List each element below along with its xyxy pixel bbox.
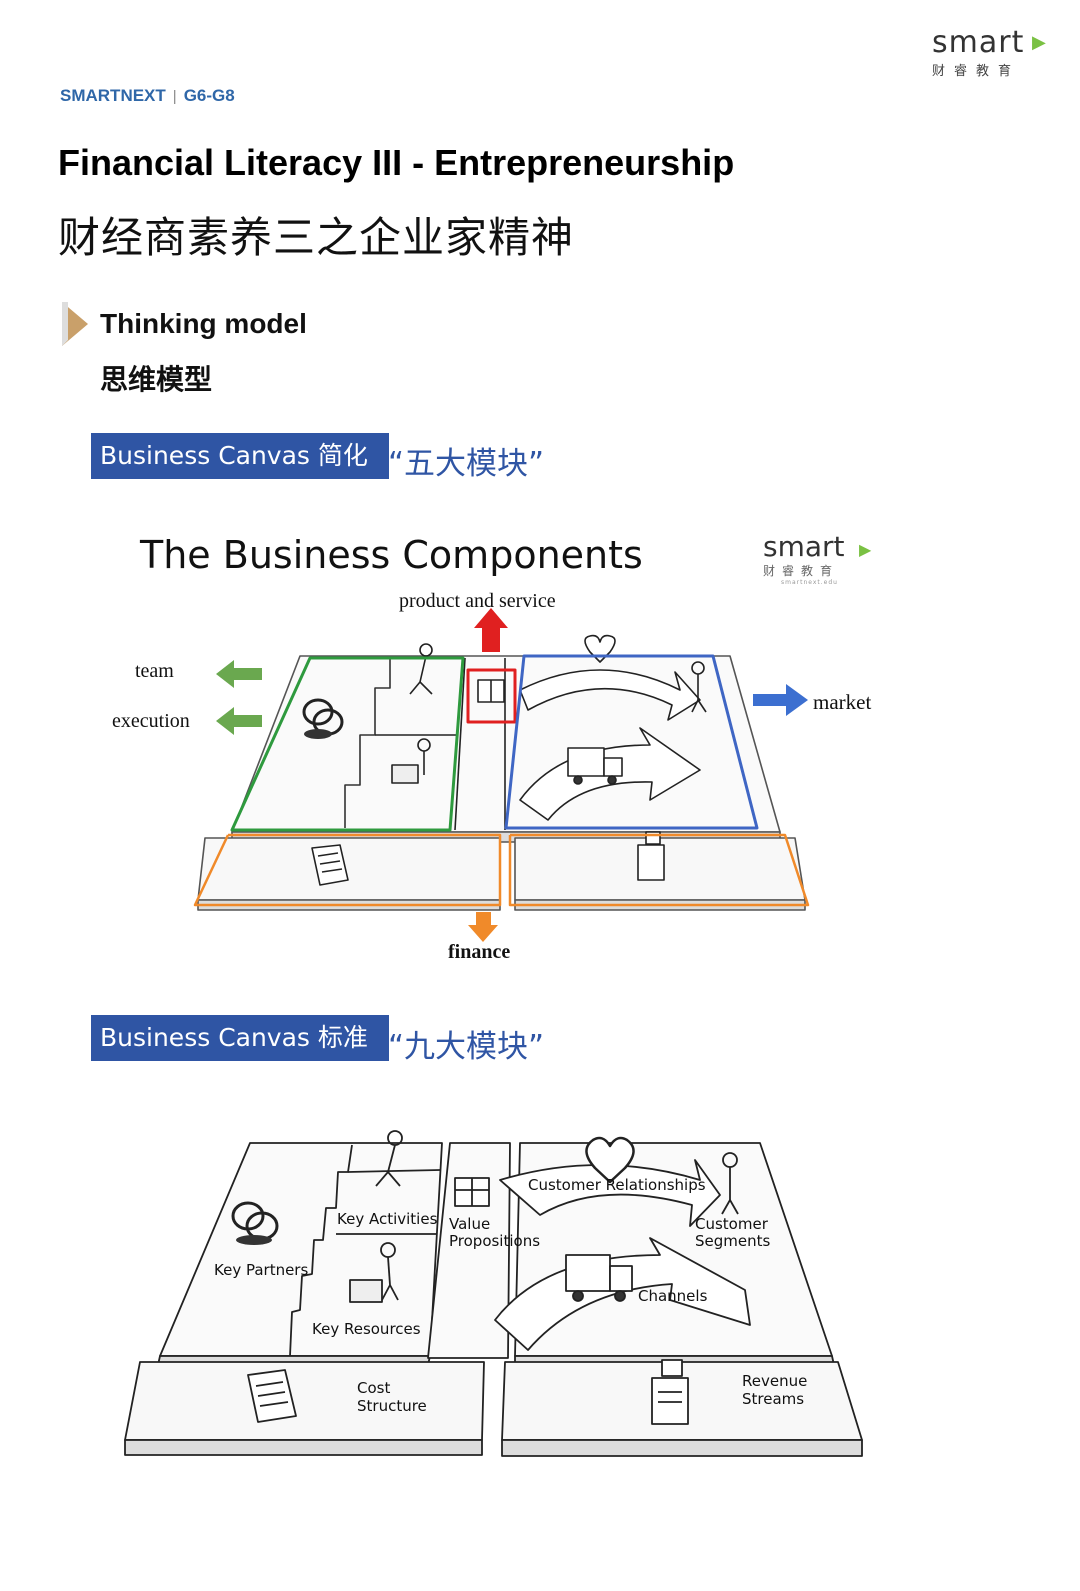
block-customer-relationships: Customer Relationships <box>528 1176 706 1194</box>
revenue-streams-line2: Streams <box>742 1390 807 1408</box>
value-propositions-line1: Value <box>449 1216 540 1233</box>
customer-segments-line1: Customer <box>695 1216 770 1233</box>
value-propositions-line2: Propositions <box>449 1233 540 1250</box>
block-cost-structure: Cost Structure <box>357 1379 427 1415</box>
block-revenue-streams: Revenue Streams <box>742 1372 807 1408</box>
block-key-resources: Key Resources <box>312 1320 421 1338</box>
cost-structure-line2: Structure <box>357 1397 427 1415</box>
block-customer-segments: Customer Segments <box>695 1216 770 1250</box>
block-value-propositions: Value Propositions <box>449 1216 540 1250</box>
block-channels: Channels <box>638 1287 707 1305</box>
block-key-partners: Key Partners <box>214 1261 308 1279</box>
revenue-streams-line1: Revenue <box>742 1372 807 1390</box>
customer-segments-line2: Segments <box>695 1233 770 1250</box>
block-key-activities: Key Activities <box>337 1210 437 1228</box>
cost-structure-line1: Cost <box>357 1379 427 1397</box>
